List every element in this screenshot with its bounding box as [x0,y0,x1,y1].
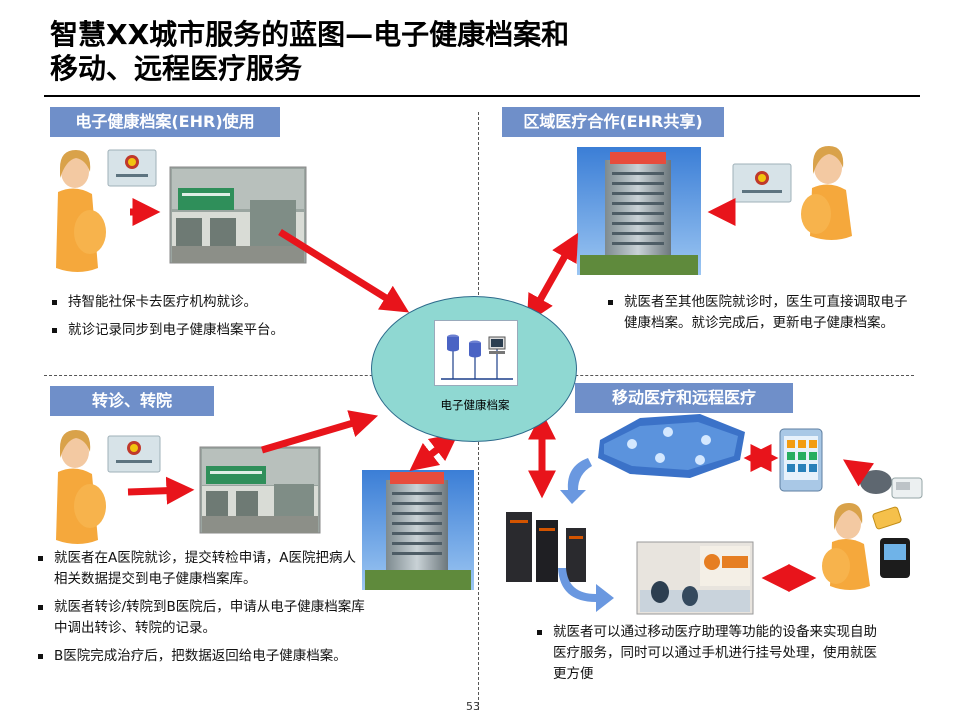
database-icon [441,334,513,380]
title-line-1: 智慧XX城市服务的蓝图—电子健康档案和 [50,18,570,51]
patient-figure-bottom-right [822,503,870,590]
bullet-item: B医院完成治疗后，把数据返回给电子健康档案。 [36,646,366,667]
patient-figure-top-left [56,150,106,272]
bullet-item: 就医者可以通过移动医疗助理等功能的设备来实现自助医疗服务，同时可以通过手机进行挂… [535,622,885,685]
bullet-item: 就诊记录同步到电子健康档案平台。 [50,320,370,341]
page-number: 53 [466,700,480,713]
social-security-card-3 [107,435,161,473]
arrows [127,198,875,592]
title-rule [44,95,920,97]
bullets-referral: 就医者在A医院就诊，提交转检申请，A医院把病人相关数据提交到电子健康档案库。 就… [36,548,366,674]
wireless-network-graphic [598,414,745,478]
clinic-service-photo [636,541,754,615]
server-rack-graphic [506,512,586,582]
handheld-device-graphic [880,538,910,578]
section-label-regional: 区域医疗合作(EHR共享) [502,107,724,137]
patient-figure-top-right [801,146,852,240]
social-security-card-1 [107,149,157,187]
social-security-card-2 [732,163,792,203]
arrow-card-to-center-2 [127,476,195,505]
arrow-center-to-hub [278,229,410,313]
ehr-hub-panel [434,320,518,386]
ehr-hub-label: 电子健康档案 [440,398,510,412]
bullet-item: 就医者在A医院就诊，提交转检申请，A医院把病人相关数据提交到电子健康档案库。 [36,548,366,590]
blue-curved-arrows [558,458,614,612]
bullets-mobile: 就医者可以通过移动医疗助理等功能的设备来实现自助医疗服务，同时可以通过手机进行挂… [535,622,885,692]
arrow-center2-to-hub [261,410,379,454]
section-label-mobile: 移动医疗和远程医疗 [575,383,793,413]
page-title: 智慧XX城市服务的蓝图—电子健康档案和 移动、远程医疗服务 [50,18,930,86]
title-line-2: 移动、远程医疗服务 [50,52,303,85]
section-label-ehr-use: 电子健康档案(EHR)使用 [50,107,280,137]
mobile-phone-app-graphic [779,428,823,492]
bullet-item: 就医者至其他医院就诊时，医生可直接调取电子健康档案。就诊完成后，更新电子健康档案… [606,292,912,334]
bullets-regional: 就医者至其他医院就诊时，医生可直接调取电子健康档案。就诊完成后，更新电子健康档案… [606,292,912,341]
community-health-center-photo-2 [199,446,321,534]
pill-pack-graphic [872,506,902,530]
hospital-building-photo-1 [577,147,701,275]
arrow-device-phone [843,459,875,487]
arrow-hub-hospital [526,232,579,324]
bullet-item: 持智能社保卡去医疗机构就诊。 [50,292,370,313]
section-label-referral: 转诊、转院 [50,386,214,416]
community-health-center-photo-1 [169,166,307,264]
blood-pressure-monitor-graphic [860,470,923,499]
bullet-item: 就医者转诊/转院到B医院后，申请从电子健康档案库中调出转诊、转院的记录。 [36,597,366,639]
bullets-ehr-use: 持智能社保卡去医疗机构就诊。 就诊记录同步到电子健康档案平台。 [50,292,370,348]
patient-figure-mid-left [56,430,106,544]
arrow-hub-hospital-2 [409,432,459,472]
hospital-building-photo-2 [362,470,474,590]
